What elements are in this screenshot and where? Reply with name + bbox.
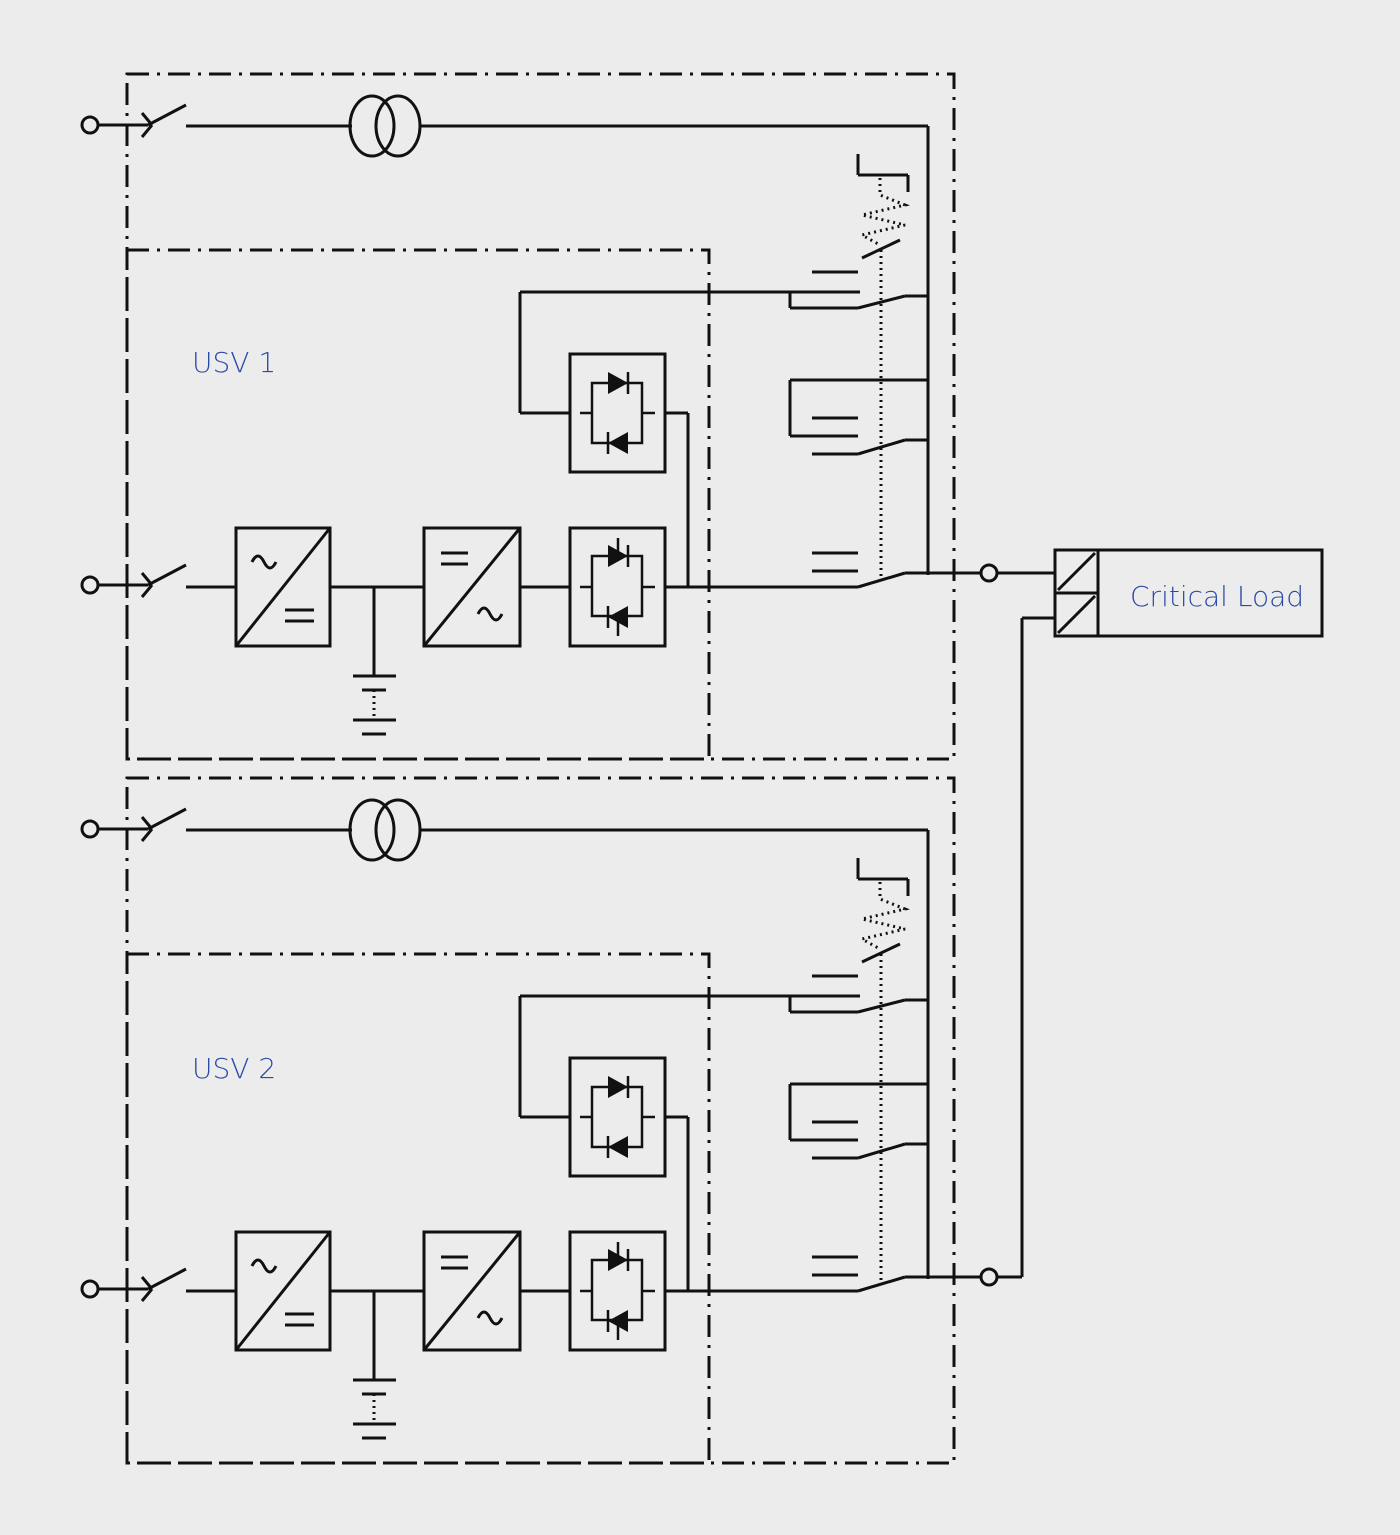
ups-unit-2: USV 2 xyxy=(80,776,1022,1465)
parallel-output-bus xyxy=(1020,616,1055,1277)
thyristor-switch-bypass-icon xyxy=(568,1056,667,1178)
unit-2-transfer-switch-icon xyxy=(788,1082,928,1160)
unit-1-label: USV 1 xyxy=(192,346,276,379)
critical-load-label: Critical Load xyxy=(1130,580,1304,613)
unit-2-static-switch-icon xyxy=(518,974,928,1119)
ups-unit-1: USV 1 xyxy=(80,72,1055,761)
bypass-input-terminal-icon xyxy=(80,819,100,839)
unit-2-output-switch-icon xyxy=(812,1255,980,1293)
rectifier-icon xyxy=(234,1230,332,1352)
unit-2-maintenance-bypass-icon xyxy=(856,858,910,964)
unit-1-output-terminal-icon xyxy=(979,563,999,583)
rectifier-icon xyxy=(234,526,332,648)
unit-1-main-path xyxy=(80,352,1055,736)
unit-2-main-path xyxy=(80,1056,1022,1440)
transformer-icon xyxy=(348,798,422,862)
unit-1-output-switch-icon xyxy=(812,551,980,589)
inverter-icon xyxy=(422,1230,522,1352)
main-input-switch-icon xyxy=(140,563,187,598)
battery-icon xyxy=(353,587,396,736)
inverter-icon xyxy=(422,526,522,648)
unit-1-static-switch-icon xyxy=(518,270,928,415)
main-input-terminal-icon xyxy=(80,575,100,595)
unit-2-inner-border xyxy=(125,952,711,1465)
thyristor-switch-icon xyxy=(568,1230,667,1352)
unit-2-bypass-path xyxy=(80,798,930,1279)
bypass-input-switch-icon xyxy=(140,807,187,842)
unit-1-inner-border xyxy=(125,248,711,761)
bypass-input-switch-icon xyxy=(140,103,187,138)
main-input-switch-icon xyxy=(140,1267,187,1302)
battery-icon xyxy=(353,1291,396,1440)
transformer-icon xyxy=(348,94,422,158)
unit-2-output-terminal-icon xyxy=(979,1267,999,1287)
bypass-input-terminal-icon xyxy=(80,115,100,135)
main-input-terminal-icon xyxy=(80,1279,100,1299)
thyristor-switch-bypass-icon xyxy=(568,352,667,474)
critical-load-box: Critical Load xyxy=(1053,548,1324,638)
unit-2-label: USV 2 xyxy=(192,1052,276,1085)
thyristor-switch-icon xyxy=(568,526,667,648)
unit-1-transfer-switch-icon xyxy=(788,378,928,456)
unit-1-maintenance-bypass-icon xyxy=(856,154,910,260)
unit-1-bypass-path xyxy=(80,94,930,575)
